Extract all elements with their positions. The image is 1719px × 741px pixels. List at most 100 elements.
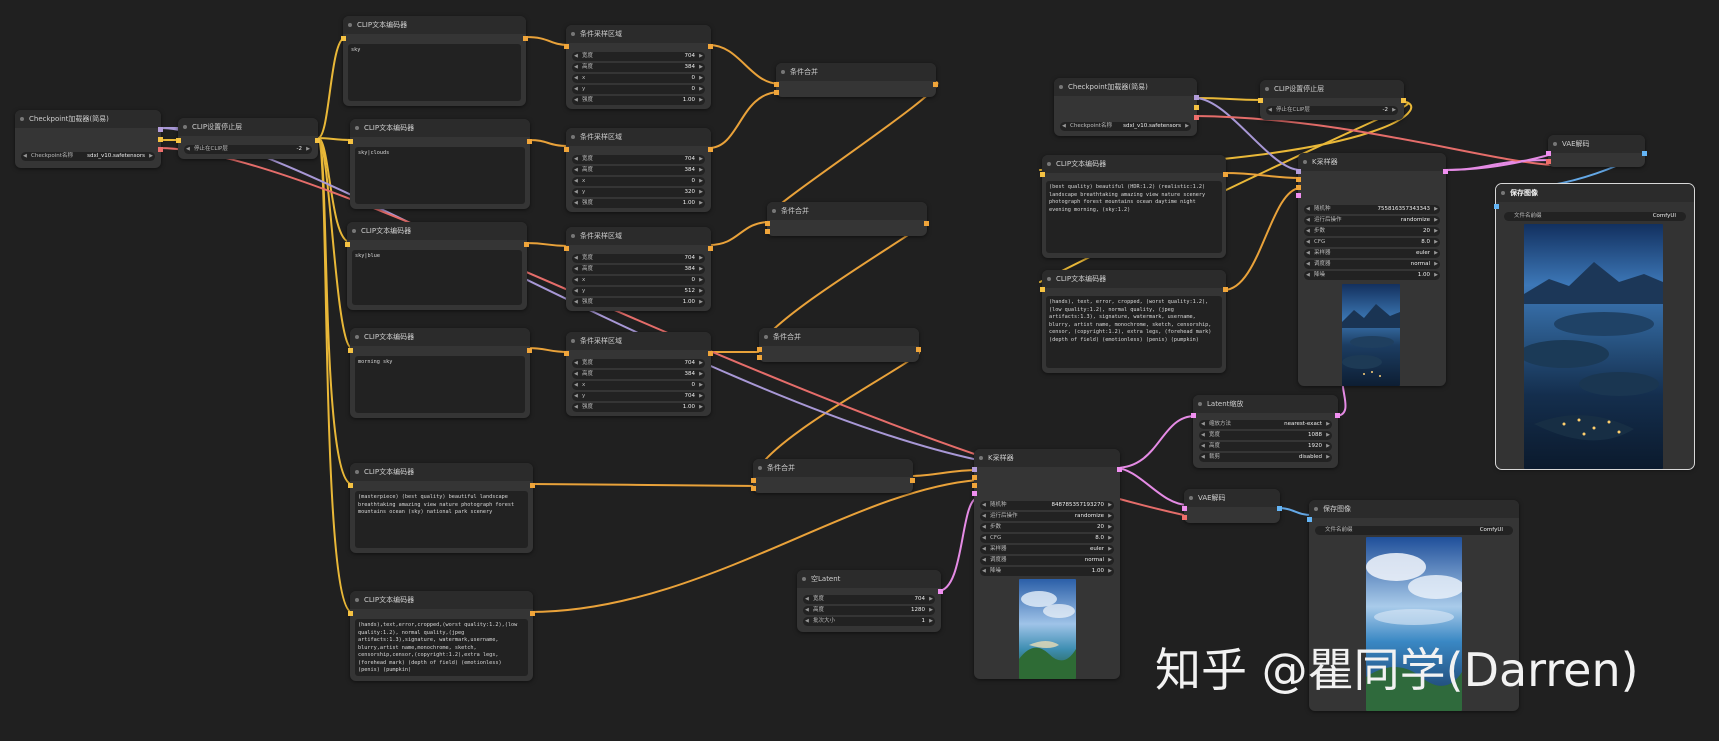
conditioning-input-port[interactable] [564, 44, 569, 49]
denoise-stepper[interactable]: 降噪1.00 [1304, 271, 1440, 280]
conditioning-output-port[interactable] [924, 221, 929, 226]
denoise-stepper[interactable]: 降噪1.00 [980, 567, 1114, 576]
vae-input-port[interactable] [1546, 159, 1551, 164]
model-output-port[interactable] [158, 127, 163, 132]
positive-input-port[interactable] [1296, 177, 1301, 182]
samples-input-port[interactable] [1182, 506, 1187, 511]
latent-output-port[interactable] [938, 589, 943, 594]
latent-output-port[interactable] [1117, 467, 1122, 472]
conditioning-output-port[interactable] [1223, 172, 1228, 177]
clip-input-port[interactable] [1040, 172, 1045, 177]
conditioning-input-port[interactable] [774, 90, 779, 95]
clip-set-last-layer-node[interactable]: CLIP设置停止层 停止在CLIP层 -2 [1258, 80, 1406, 120]
conditioning-input-port[interactable] [765, 229, 770, 234]
clip-output-port[interactable] [315, 138, 320, 143]
negative-input-port[interactable] [972, 483, 977, 488]
image-output-port[interactable] [1277, 506, 1282, 511]
conditioning-output-port[interactable] [523, 36, 528, 41]
clip-input-port[interactable] [348, 611, 353, 616]
conditioning-output-port[interactable] [530, 483, 535, 488]
prompt-textarea[interactable]: (hands), text, error, cropped, (worst qu… [1046, 296, 1222, 368]
clip-text-encode-node[interactable]: CLIP文本编码器 sky|clouds [348, 119, 532, 209]
conditioning-output-port[interactable] [910, 478, 915, 483]
conditioning-combine-node[interactable]: 条件合并 [751, 459, 915, 493]
clip-text-encode-node[interactable]: CLIP文本编码器 (best quality) beautiful (HDR:… [1040, 155, 1228, 258]
conditioning-combine-node[interactable]: 条件合并 [774, 63, 938, 97]
conditioning-output-port[interactable] [708, 246, 713, 251]
negative-input-port[interactable] [1296, 185, 1301, 190]
clip-input-port[interactable] [348, 139, 353, 144]
prompt-textarea[interactable]: sky|blue [352, 250, 522, 305]
conditioning-output-port[interactable] [1223, 287, 1228, 292]
checkpoint-select[interactable]: Checkpoint名称 sdxl_v10.safetensors [21, 152, 155, 161]
clip-input-port[interactable] [1040, 287, 1045, 292]
clip-output-port[interactable] [1401, 98, 1406, 103]
latent-input-port[interactable] [972, 491, 977, 496]
conditioning-output-port[interactable] [933, 82, 938, 87]
conditioning-input-port[interactable] [564, 147, 569, 152]
latent-output-port[interactable] [1443, 169, 1448, 174]
model-input-port[interactable] [1296, 169, 1301, 174]
clip-output-port[interactable] [1194, 105, 1199, 110]
strength-stepper[interactable]: 强度1.00 [572, 96, 705, 105]
prompt-textarea[interactable]: (masterpiece) (best quality) beautiful l… [355, 491, 528, 548]
clip-text-encode-node[interactable]: CLIP文本编码器 morning sky [348, 328, 532, 418]
filename-prefix-field[interactable]: 文件名前缀 ComfyUI [1504, 212, 1686, 221]
conditioning-output-port[interactable] [708, 351, 713, 356]
vae-output-port[interactable] [158, 147, 163, 152]
save-image-node[interactable]: 保存图像 文件名前缀 ComfyUI [1307, 500, 1519, 711]
stop-layer-stepper[interactable]: 停止在CLIP层 -2 [1266, 106, 1398, 115]
prompt-textarea[interactable]: (hands),text,error,cropped,(worst qualit… [355, 619, 528, 676]
positive-input-port[interactable] [972, 475, 977, 480]
vae-decode-node[interactable]: VAE解码 [1182, 489, 1282, 523]
x-stepper[interactable]: x0 [572, 74, 705, 83]
conditioning-combine-node[interactable]: 条件合并 [765, 202, 929, 236]
conditioning-combine-node[interactable]: 条件合并 [757, 328, 921, 362]
x-stepper[interactable]: x0 [572, 177, 705, 186]
conditioning-output-port[interactable] [916, 347, 921, 352]
checkpoint-loader-node[interactable]: Checkpoint加载器(简易) Checkpoint名称 sdxl_v10.… [15, 110, 163, 168]
checkpoint-loader-node[interactable]: Checkpoint加载器(简易) Checkpoint名称 sdxl_v10.… [1054, 78, 1199, 136]
strength-stepper[interactable]: 强度1.00 [572, 298, 705, 307]
conditioning-input-port[interactable] [564, 351, 569, 356]
x-stepper[interactable]: x0 [572, 276, 705, 285]
conditioning-input-port[interactable] [765, 221, 770, 226]
samples-input-port[interactable] [1546, 151, 1551, 156]
vae-input-port[interactable] [1182, 515, 1187, 520]
clip-text-encode-node[interactable]: CLIP文本编码器 sky [341, 16, 528, 106]
prompt-textarea[interactable]: sky [348, 44, 521, 101]
clip-input-port[interactable] [1258, 98, 1263, 103]
clip-set-last-layer-node[interactable]: CLIP设置停止层 停止在CLIP层 -2 [176, 118, 320, 159]
conditioning-input-port[interactable] [774, 82, 779, 87]
conditioning-input-port[interactable] [751, 486, 756, 491]
clip-input-port[interactable] [176, 138, 181, 143]
latent-input-port[interactable] [1296, 193, 1301, 198]
filename-prefix-field[interactable]: 文件名前缀 ComfyUI [1315, 526, 1513, 535]
